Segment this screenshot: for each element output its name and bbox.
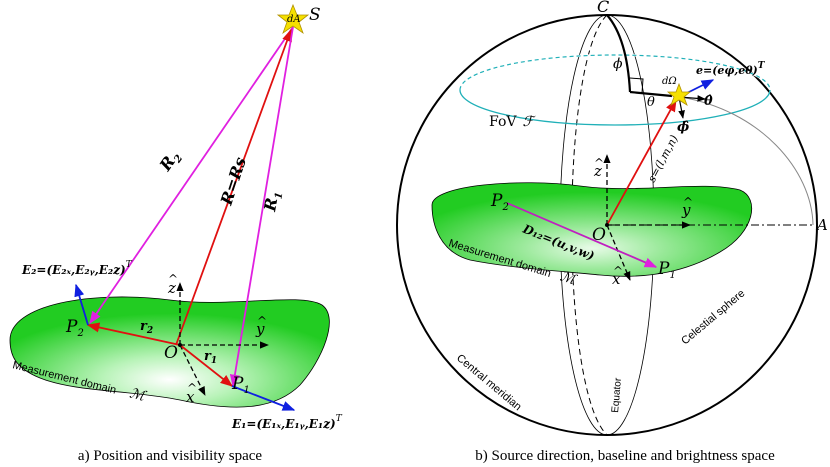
R-vector bbox=[175, 28, 292, 346]
P2-label-b: P2 bbox=[490, 191, 509, 213]
svg-text:^: ^ bbox=[187, 381, 197, 395]
R1-vector bbox=[229, 26, 294, 388]
P2-label-a: P2 bbox=[65, 317, 84, 339]
C-label: C bbox=[597, 0, 609, 16]
R-eq-label: R=Rs bbox=[216, 155, 250, 208]
r2-label: r2 bbox=[140, 319, 153, 336]
s-vector bbox=[606, 98, 677, 226]
caption-a: a) Position and visibility space bbox=[78, 448, 262, 464]
y-hat-label-b: y bbox=[681, 201, 691, 219]
E1-vector bbox=[231, 385, 296, 411]
source-star-a bbox=[276, 3, 310, 35]
theta-hat-label: θ̂ bbox=[704, 94, 713, 109]
x-hat-label-a: x bbox=[186, 388, 195, 406]
source-label: S bbox=[309, 5, 321, 25]
r2-vector bbox=[86, 322, 181, 346]
phi-label: ϕ bbox=[613, 56, 623, 72]
svg-text:^: ^ bbox=[168, 272, 178, 286]
E1-label: E₁=(E₁ₓ,E₁ᵧ,E₁z)T bbox=[231, 414, 343, 431]
celestial-sphere-label: Celestial sphere bbox=[679, 287, 747, 347]
phi-arc bbox=[606, 14, 632, 93]
origin-label-b: O bbox=[592, 225, 606, 245]
r1-label: r1 bbox=[204, 349, 217, 366]
theta-label: θ bbox=[647, 95, 655, 110]
P1-label-b: P1 bbox=[657, 259, 676, 281]
phi-hat-label: ϕ̂ bbox=[677, 120, 689, 135]
svg-text:^: ^ bbox=[683, 195, 693, 209]
source-star-b bbox=[666, 82, 692, 106]
equator-label: Equator bbox=[610, 377, 624, 414]
baseline-vector bbox=[506, 202, 658, 268]
R1-label: R1 bbox=[260, 189, 285, 214]
R2-label: R2 bbox=[155, 147, 185, 177]
A-label: A bbox=[815, 216, 828, 234]
theta-arc bbox=[629, 90, 673, 98]
origin-dot-a bbox=[178, 343, 182, 347]
x-axis-a bbox=[179, 344, 206, 396]
svg-text:^: ^ bbox=[613, 264, 623, 278]
r1-vector bbox=[179, 344, 233, 387]
P1-label-a: P1 bbox=[231, 374, 250, 396]
x-axis-b bbox=[606, 224, 631, 281]
central-meridian-label: Central meridian bbox=[454, 352, 524, 413]
origin-label-a: O bbox=[164, 343, 178, 363]
svg-text:^: ^ bbox=[594, 156, 604, 170]
E2-vector bbox=[74, 283, 89, 326]
star-label-a: dA bbox=[287, 14, 301, 25]
z-hat-label-a: z bbox=[167, 279, 176, 297]
E2-label: E₂=(E₂ₓ,E₂ᵧ,E₂z)T bbox=[21, 260, 133, 277]
z-hat-label-b: z bbox=[593, 162, 602, 180]
R2-vector bbox=[89, 26, 294, 325]
y-hat-label-a: y bbox=[255, 320, 265, 338]
e-label: e=(eφ,eθ)T bbox=[696, 61, 766, 77]
panel-a: dA S R2 R=Rs R1 E₂=(E₂ₓ,E₂ᵧ,E₂z)T E₁=(E₁… bbox=[9, 3, 343, 464]
svg-text:^: ^ bbox=[257, 314, 267, 328]
x-hat-label-b: x bbox=[612, 270, 621, 288]
source-arc bbox=[679, 96, 814, 226]
origin-dot-b bbox=[605, 223, 609, 227]
measurement-domain-b bbox=[431, 182, 753, 277]
caption-b: b) Source direction, baseline and bright… bbox=[475, 448, 775, 464]
dOmega-label: dΩ bbox=[662, 76, 677, 87]
